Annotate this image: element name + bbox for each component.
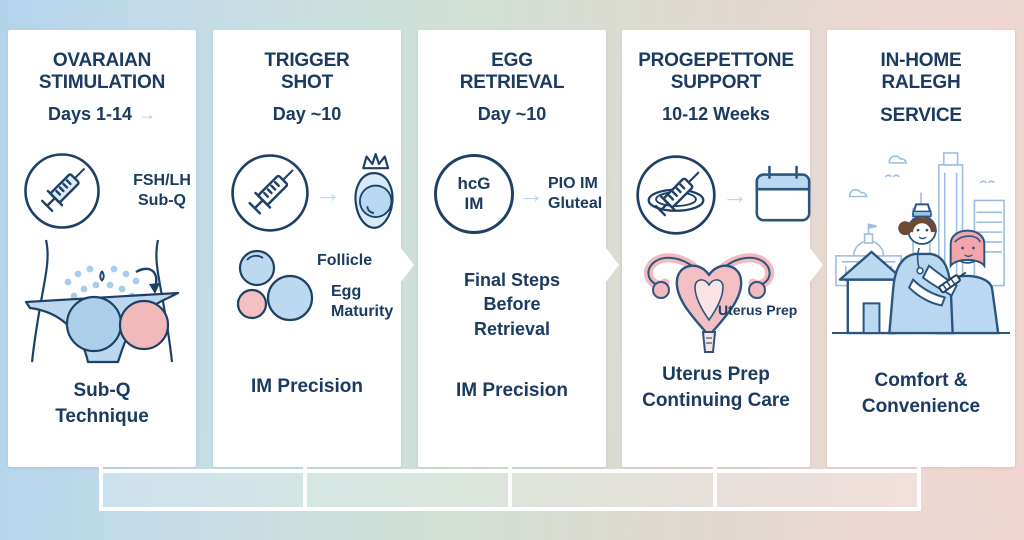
panel-subtitle: Day ~10 [272, 104, 342, 124]
ring-syringe-circle-icon [636, 155, 716, 235]
follicle-label: Follicle [317, 252, 373, 269]
panel-caption: Comfort & Convenience [861, 370, 981, 417]
uterus-prep-label: Uterus Prep [718, 302, 798, 318]
final-steps-text: Final Steps Before Retrieval [463, 270, 561, 339]
panel-subtitle: 10-12 Weeks [662, 104, 770, 124]
follicle-circles [236, 249, 314, 322]
arrow-right-icon: → [518, 179, 544, 209]
timeline-rail-stub-3 [508, 464, 512, 511]
calendar-icon [755, 165, 811, 222]
egg-maturity-label: Egg Maturity [331, 283, 394, 320]
panel-egg-retrieval: EGG RETRIEVAL Day ~10 hcG IM → PIO IM Gl… [418, 30, 619, 467]
next-step-chevron-icon [606, 248, 619, 282]
pio-im-gluteal-label: PIO IM Gluteal [548, 175, 603, 212]
panel-caption: IM Precision [456, 380, 568, 401]
timeline-rail-stub-2 [303, 464, 307, 511]
injection-type-label: FSH/LH Sub-Q [133, 172, 191, 209]
hcg-im-circle-icon: hcG IM [434, 154, 514, 234]
abdomen-injection-sites-illustration [24, 239, 180, 364]
panel-title: OVARAIAN STIMULATION [38, 50, 166, 94]
panel-subtitle: Days 1-14→ [47, 104, 157, 124]
panel-in-home-service: IN-HOME RALEGH SERVICE [827, 30, 1015, 467]
crowned-egg-icon [354, 152, 394, 229]
timeline-rail-stub-4 [713, 464, 717, 511]
syringe-circle-icon [231, 154, 309, 232]
home-visit-illustration [831, 152, 1011, 335]
panel-title: PROGEPETTONE SUPPORT [638, 50, 794, 94]
timeline-rail-stub-1 [99, 464, 103, 511]
next-step-chevron-icon [810, 248, 823, 282]
panel-caption: Uterus Prep Continuing Care [642, 364, 790, 411]
panel-caption: IM Precision [251, 376, 363, 397]
arrow-right-icon: → [315, 178, 341, 208]
follicle-maturity-graphic: Follicle Egg Maturity [213, 248, 401, 332]
arrow-right-icon: → [722, 180, 748, 210]
next-step-chevron-icon [401, 248, 414, 282]
uterus-illustration [644, 253, 774, 353]
timeline-rail-stub-5 [917, 464, 921, 511]
syringe-circle-icon [24, 153, 100, 229]
panel-title-line2: SERVICE [880, 105, 962, 126]
panel-subtitle: Day ~10 [477, 104, 547, 124]
panel-title: EGG RETRIEVAL [459, 50, 565, 94]
panel-title: IN-HOME RALEGH [880, 50, 962, 94]
panel-ovarian-stimulation: OVARAIAN STIMULATION Days 1-14→ FSH/LH S… [8, 30, 196, 467]
panel-title: TRIGGER SHOT [264, 50, 350, 94]
panel-trigger-shot: TRIGGER SHOT Day ~10 → [213, 30, 414, 467]
panel-progesterone-support: PROGEPETTONE SUPPORT 10-12 Weeks → [622, 30, 823, 467]
arrow-right-icon: → [138, 104, 157, 124]
panel-caption: Sub-Q Technique [55, 380, 149, 427]
